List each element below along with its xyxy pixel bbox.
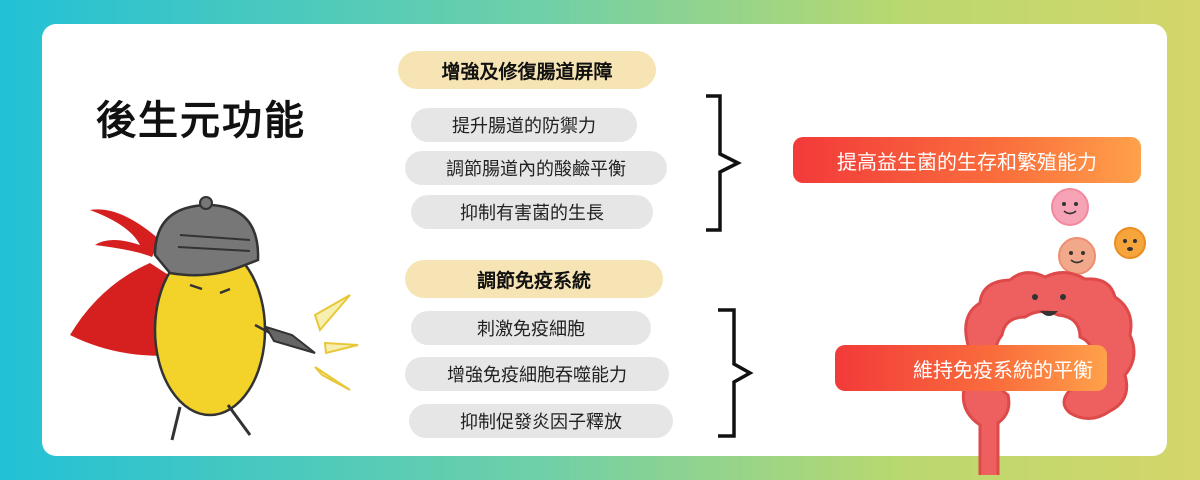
- page-title: 後生元功能: [96, 98, 306, 144]
- list-item: 刺激免疫細胞: [411, 311, 651, 345]
- result-badge-probiotic-survival: 提高益生菌的生存和繁殖能力: [793, 137, 1141, 183]
- intestine-mascot-illustration: [958, 188, 1146, 475]
- brace-icon: [706, 94, 742, 232]
- bacteria-icon: [1051, 188, 1089, 226]
- list-item: 提升腸道的防禦力: [411, 108, 637, 142]
- bacteria-icon: [1114, 227, 1146, 259]
- list-item: 調節腸道內的酸鹼平衡: [405, 151, 667, 185]
- result-badge-immune-balance: 維持免疫系統的平衡: [835, 345, 1107, 391]
- list-item: 抑制有害菌的生長: [411, 195, 653, 229]
- list-item: 增強免疫細胞吞噬能力: [405, 357, 669, 391]
- brace-icon: [718, 308, 754, 438]
- knight-mascot-illustration: [70, 196, 359, 441]
- bacteria-icon: [1058, 237, 1096, 275]
- group-header-gut-barrier: 增強及修復腸道屏障: [398, 51, 656, 89]
- list-item: 抑制促發炎因子釋放: [409, 404, 673, 438]
- group-header-immune: 調節免疫系統: [405, 260, 663, 298]
